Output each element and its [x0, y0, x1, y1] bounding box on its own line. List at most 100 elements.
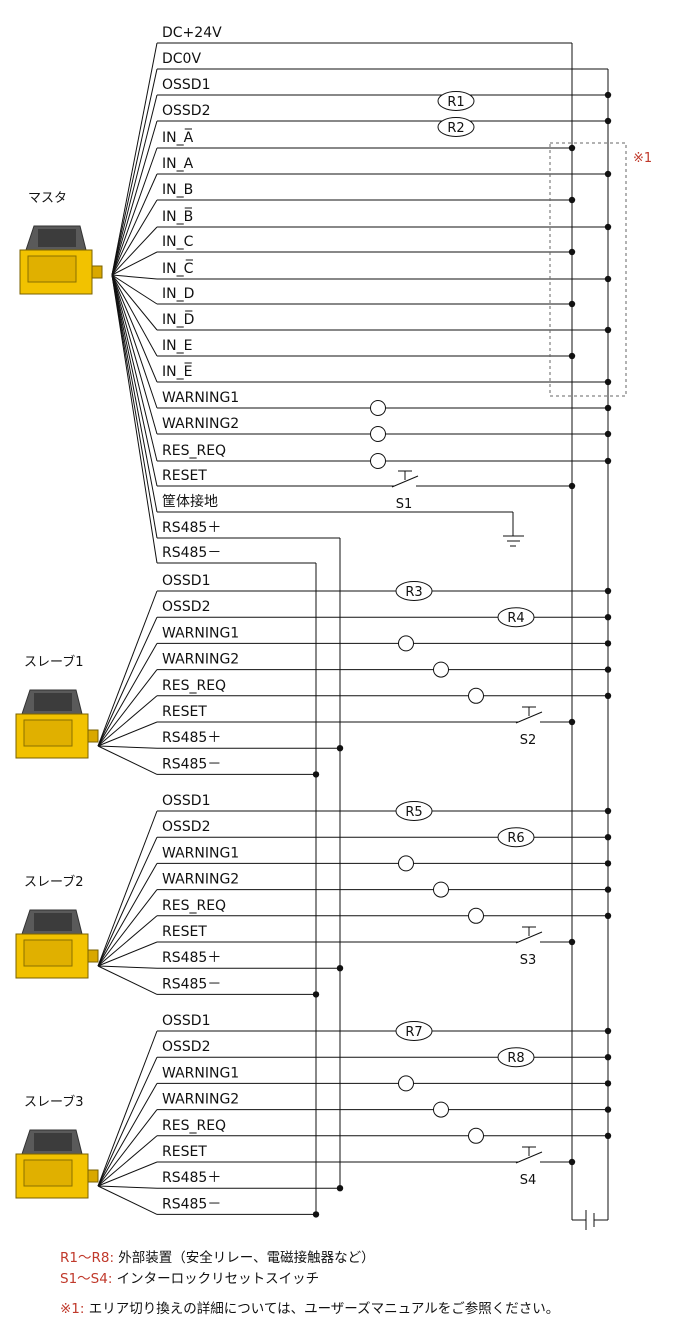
switch-label: S1: [396, 497, 413, 512]
legend-switches-key: S1～S4:: [60, 1271, 113, 1287]
fan-wire: [111, 173, 158, 276]
switch-gap: [518, 720, 540, 724]
fan-wire: [97, 1083, 158, 1187]
junction-dot: [568, 482, 576, 490]
junction-dot: [568, 352, 576, 360]
switch-label: S3: [520, 953, 537, 968]
junction-dot: [336, 965, 344, 972]
slave-signal-label: WARNING2: [162, 872, 239, 888]
sensor-window: [38, 229, 76, 247]
junction-dot: [604, 640, 612, 647]
indicator-lamp-icon: [398, 1075, 414, 1092]
slave-sensor-3: [15, 1129, 99, 1199]
fan-wire: [111, 274, 158, 305]
sensor-connector: [87, 1169, 99, 1183]
fan-wire: [97, 915, 158, 967]
slave-signal-label: RESET: [162, 1144, 207, 1160]
fan-wire: [111, 274, 158, 331]
junction-dot: [604, 275, 612, 283]
indicator-lamp-icon: [370, 426, 386, 442]
relay-coil-icon: [395, 1021, 433, 1041]
fan-wire: [97, 590, 158, 747]
master-signal-label: IN_B̅: [162, 207, 193, 225]
slave-signal-label: WARNING1: [162, 625, 239, 641]
junction-dot: [568, 300, 576, 308]
slave-signal-label: WARNING2: [162, 652, 239, 668]
junction-dot: [568, 196, 576, 204]
relay-label: R7: [405, 1025, 422, 1040]
fan-wire: [97, 745, 158, 775]
switch-gap: [518, 940, 540, 944]
junction-dot: [604, 1027, 612, 1035]
relay-coil-icon: [497, 827, 535, 848]
master-signal-label: 筐体接地: [162, 493, 218, 510]
slave-signal-label: OSSD2: [162, 819, 210, 835]
slave-signal-label: OSSD1: [162, 573, 210, 589]
fan-wire: [111, 94, 158, 276]
junction-dot: [604, 404, 612, 412]
fan-wire: [97, 836, 158, 967]
slave-signal-label: RES_REQ: [162, 1118, 226, 1134]
fan-wire: [111, 274, 158, 409]
fan-wire: [111, 274, 158, 487]
switch-gap: [394, 484, 416, 488]
master-signal-label: IN_D̅: [162, 310, 194, 328]
slave-signal-label: RS485＋: [162, 950, 221, 966]
junction-dot: [312, 771, 320, 778]
indicator-lamp-icon: [433, 881, 449, 898]
switch-contact-icon: [515, 1151, 543, 1164]
indicator-lamp-icon: [468, 907, 484, 924]
junction-dot: [604, 1054, 612, 1061]
junction-dot: [604, 117, 612, 125]
junction-dot: [604, 378, 612, 386]
junction-dot: [312, 1211, 320, 1218]
slave-signal-label: RS485＋: [162, 730, 221, 746]
fan-wire: [111, 199, 158, 276]
master-signal-label: OSSD2: [162, 103, 210, 119]
slave-signal-label: WARNING1: [162, 1065, 239, 1081]
fan-wire: [97, 1056, 158, 1187]
device-label: スレーブ1: [24, 654, 84, 670]
slave-signal-label: OSSD2: [162, 599, 210, 615]
fan-wire: [111, 274, 158, 280]
junction-dot: [604, 223, 612, 231]
junction-dot: [604, 886, 612, 893]
fan-wire: [97, 643, 158, 747]
relay-label: R8: [507, 1051, 524, 1066]
fan-wire: [97, 1185, 158, 1189]
slave-signal-label: WARNING2: [162, 1092, 239, 1108]
fan-wire: [111, 68, 158, 276]
area-switch-box: [549, 142, 627, 397]
fan-wire: [111, 274, 158, 357]
device-label: スレーブ2: [24, 874, 84, 890]
fan-wire: [111, 251, 158, 276]
indicator-lamp-icon: [433, 661, 449, 678]
fan-wire: [111, 274, 158, 462]
junction-dot: [604, 692, 612, 699]
relay-coil-icon: [395, 581, 433, 601]
relay-label: R2: [447, 121, 464, 136]
indicator-lamp-icon: [433, 1101, 449, 1118]
fan-wire: [97, 745, 158, 749]
junction-dot: [604, 326, 612, 334]
slave-signal-label: RESET: [162, 924, 207, 940]
sensor-connector: [87, 729, 99, 743]
fan-wire: [97, 1161, 158, 1187]
fan-wire: [97, 1185, 158, 1215]
master-signal-label: IN_C̅: [162, 259, 194, 277]
fan-wire: [111, 42, 158, 276]
master-signal-label: IN_E̅: [162, 362, 193, 380]
sensor-panel: [23, 719, 73, 747]
slave-signal-label: RS485－: [162, 1196, 221, 1212]
sensor-window: [34, 1133, 72, 1151]
sensor-panel: [23, 939, 73, 967]
junction-dot: [336, 745, 344, 752]
master-signal-label: RS485－: [162, 545, 221, 561]
slave-signal-label: RESET: [162, 704, 207, 720]
sensor-panel: [23, 1159, 73, 1187]
master-signal-label: IN_D: [162, 286, 194, 302]
sensor-window: [34, 913, 72, 931]
fan-wire: [111, 274, 158, 539]
junction-dot: [604, 1080, 612, 1087]
relay-label: R1: [447, 95, 464, 110]
